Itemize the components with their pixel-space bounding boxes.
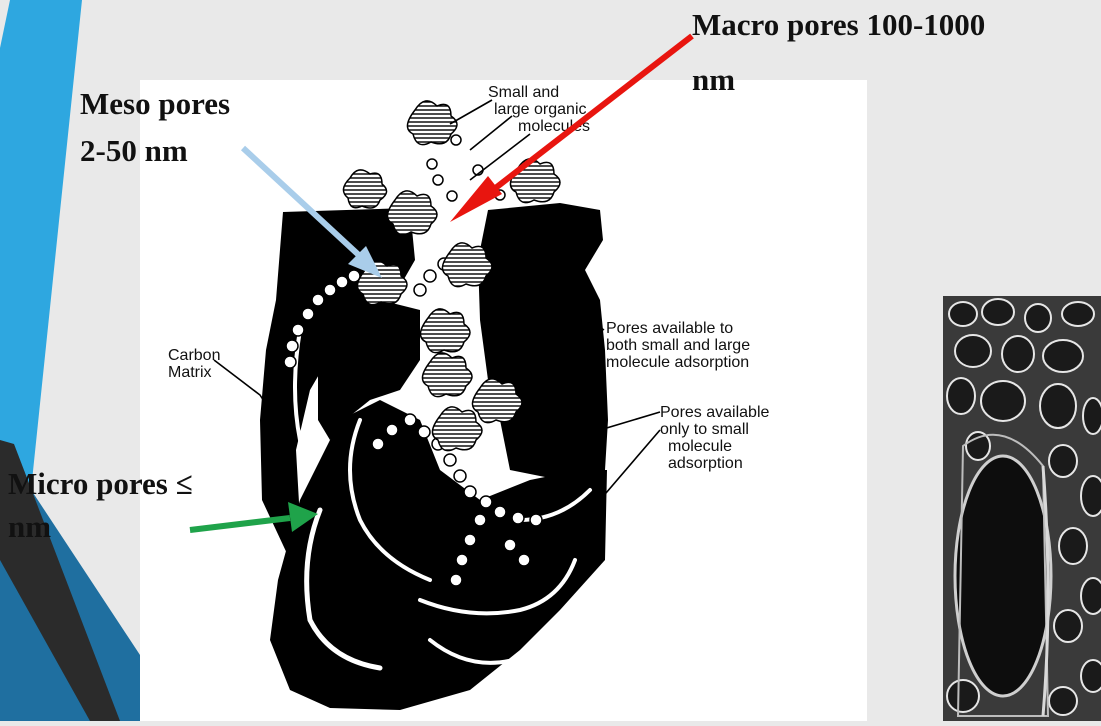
pores-small-line-4: adsorption [660, 455, 769, 472]
meso-callout-line-1: Meso pores [80, 85, 230, 124]
pores-both-line-1: Pores available to [606, 320, 750, 337]
micro-pores-callout: Micro pores ≤ nm [8, 465, 193, 547]
pores-small-line-2: only to small [660, 421, 769, 438]
pore-structure-drawing [140, 80, 867, 721]
meso-callout-line-2: 2-50 nm [80, 132, 230, 171]
pores-both-sizes-label: Pores available to both small and large … [606, 320, 750, 371]
small-large-line-2: large organic [488, 101, 590, 118]
pores-small-line-3: molecule [660, 438, 769, 455]
pores-both-line-3: molecule adsorption [606, 354, 750, 371]
macro-callout-line-2: nm [692, 61, 985, 100]
carbon-block-right [478, 203, 608, 480]
pores-small-line-1: Pores available [660, 404, 769, 421]
small-large-line-1: Small and [488, 84, 590, 101]
sem-micrograph [943, 296, 1101, 721]
pore-diagram-panel [140, 80, 867, 721]
pores-small-only-label: Pores available only to small molecule a… [660, 404, 769, 472]
meso-pores-callout: Meso pores 2-50 nm [80, 85, 230, 171]
small-large-line-3: molecules [488, 118, 590, 135]
small-large-molecules-label: Small and large organic molecules [488, 84, 590, 135]
macro-pores-callout: Macro pores 100-1000 nm [692, 6, 985, 100]
macro-callout-line-1: Macro pores 100-1000 [692, 6, 985, 45]
micro-callout-line-1: Micro pores ≤ [8, 465, 193, 504]
micro-callout-line-2: nm [8, 508, 193, 547]
carbon-matrix-line-2: Matrix [168, 364, 220, 381]
carbon-matrix-line-1: Carbon [168, 347, 220, 364]
carbon-matrix-label: Carbon Matrix [168, 347, 220, 381]
pores-both-line-2: both small and large [606, 337, 750, 354]
